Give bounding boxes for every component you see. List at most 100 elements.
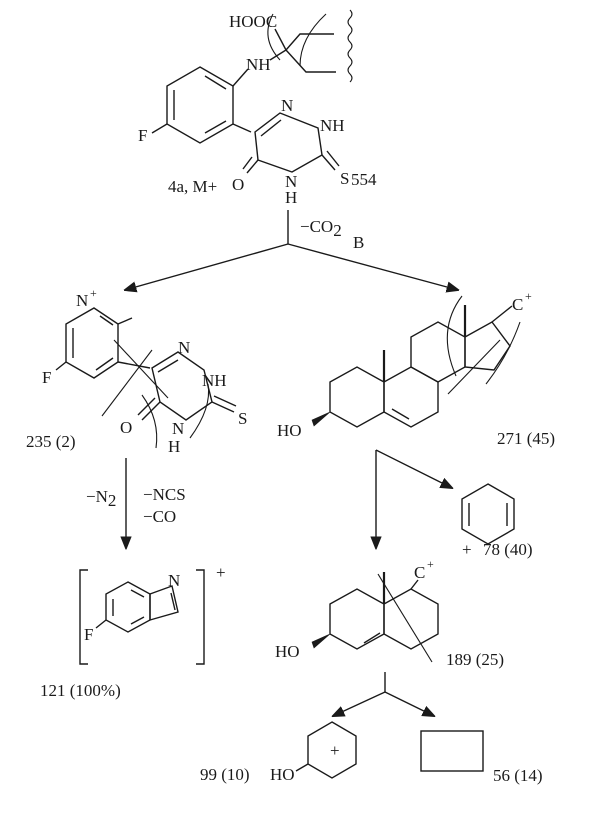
- parent-acid-label: HOOC: [229, 12, 277, 31]
- fragment-121-c-f-bond: [95, 619, 107, 629]
- parent-fluoro-label: F: [138, 126, 147, 145]
- fragment-99: + HO 99 (10): [200, 721, 357, 784]
- fragment-271: HO C + 271 (45): [277, 289, 555, 448]
- parent-aryl-triazine-bond: [232, 123, 252, 133]
- parent-ring-n2: N: [285, 172, 297, 191]
- fragment-78-charge: +: [462, 540, 472, 559]
- fragment-189-label: 189 (25): [446, 650, 504, 669]
- fragment-56: 56 (14): [420, 730, 543, 785]
- fragment-189-charge: +: [427, 557, 434, 571]
- fragment-189-cleavage-line: [377, 573, 433, 663]
- parent-triazine-ring: [254, 112, 323, 173]
- parent-c-o-bond-a: [246, 159, 259, 174]
- step-b: −CO2 B: [125, 210, 458, 290]
- parent-benzene-ring: [166, 66, 234, 144]
- steroid-cation-c: C: [512, 295, 523, 314]
- step-left-down: −N2 −NCS −CO: [86, 458, 186, 548]
- cyclohexyl-ring: [307, 721, 357, 779]
- parent-molecule: F NH HOOC N NH N H O S 4a, M+ 554: [138, 9, 377, 207]
- fragment-235-pyridinium-ring: [65, 307, 119, 379]
- fragment-189-double: [363, 632, 381, 644]
- steroid-ring-c: [410, 321, 466, 383]
- parent-c-s-bond-b: [326, 150, 340, 167]
- step-b-arrow-right: [287, 243, 458, 290]
- fragment-235-c-f-bond: [55, 361, 67, 371]
- parent-ring-n1: N: [281, 96, 293, 115]
- fragment-189-ring-a: [329, 588, 385, 650]
- parent-mass-label: 554: [351, 170, 377, 189]
- step-left-loss-n2: −N2: [86, 487, 116, 510]
- fragment-99-charge: +: [330, 741, 340, 760]
- steroid-cleavage-line: [447, 339, 501, 395]
- fragment-235-c-s-bond-2: [213, 395, 237, 407]
- fragment-235-ring-s: S: [238, 409, 247, 428]
- parent-c-s-bond-a: [321, 154, 336, 171]
- step-b-loss-label: −CO2: [300, 217, 342, 240]
- parent-amine-label: NH: [246, 55, 271, 74]
- steroid-cleavage-curve-2: [485, 321, 521, 385]
- fragment-99-label: 99 (10): [200, 765, 250, 784]
- parent-cleavage-curve-2: [299, 13, 327, 67]
- steroid-ring-b: [383, 366, 439, 428]
- fragment-121-left-bracket: [79, 569, 88, 665]
- fragment-235-c-s-bond: [211, 401, 235, 413]
- step-bottom-arrow-right: [384, 691, 434, 716]
- parent-compound-label: 4a, M+: [168, 177, 217, 196]
- fragment-235-ring-n2: N: [172, 419, 184, 438]
- fragment-235: N + F N NH O N H S 235 (2): [26, 286, 247, 456]
- steroid-oh-wedge: [311, 411, 331, 427]
- steroid-ring-d: [464, 321, 511, 371]
- fragment-235-aryl-bond: [117, 361, 151, 369]
- parent-ethyl-lower: [285, 49, 336, 73]
- parent-c-nh-bond: [232, 68, 249, 87]
- parent-cleavage-curve-1: [267, 13, 281, 61]
- fragment-121-azete-ring: [149, 585, 179, 621]
- parent-ring-n2-h: H: [285, 188, 297, 207]
- parent-nh-c-bond: [269, 49, 287, 61]
- fragment-189-cation-bond: [410, 579, 419, 590]
- fragment-235-cleavage-line-2: [113, 339, 169, 399]
- step-bottom-arrow-left: [333, 691, 386, 716]
- fragment-121-n: N: [168, 571, 180, 590]
- parent-ring-nh1: NH: [320, 116, 345, 135]
- fragment-235-methyl-bond: [117, 317, 133, 325]
- fragment-271-label: 271 (45): [497, 429, 555, 448]
- fragment-78-label: 78 (40): [483, 540, 533, 559]
- fragment-78: + 78 (40): [461, 483, 533, 559]
- step-right-down: [376, 449, 452, 548]
- fragment-235-ring-n: N: [178, 338, 190, 357]
- steroid-ring-a: [329, 366, 385, 428]
- step-b-pathway-label: B: [353, 233, 364, 252]
- fragment-235-c-o-bond-2: [137, 397, 156, 416]
- diene-ring: [461, 483, 515, 545]
- fragment-99-hydroxy: HO: [270, 765, 295, 784]
- fragment-189-c: C: [414, 563, 425, 582]
- fragment-235-ring-h: H: [168, 437, 180, 456]
- cyclobutane-ring: [420, 730, 484, 772]
- fragment-121-charge: +: [216, 563, 226, 582]
- steroid-hydroxy: HO: [277, 421, 302, 440]
- fragment-121-benzene-ring: [105, 581, 151, 633]
- fragment-56-label: 56 (14): [493, 766, 543, 785]
- parent-c-f-bond: [151, 123, 168, 134]
- parent-c-o-bond-b: [242, 156, 253, 170]
- fragment-235-ring-nh: NH: [202, 371, 227, 390]
- fragment-121-right-bracket: [196, 569, 205, 665]
- fragment-121-azete-double: [170, 592, 176, 611]
- fragment-189-hydroxy: HO: [275, 642, 300, 661]
- fragment-235-cleavage-line-1: [101, 349, 153, 417]
- parent-ring-s: S: [340, 169, 349, 188]
- steroid-cation-charge: +: [525, 289, 532, 303]
- parent-c-cooh-bond: [274, 28, 287, 51]
- fragment-235-cleavage-curve-1: [141, 394, 158, 449]
- fragment-121: + N F 121 (100%): [40, 563, 226, 700]
- fragment-189: C + HO 189 (25): [275, 557, 504, 669]
- fragment-121-fluoro: F: [84, 625, 93, 644]
- step-left-loss-ncs: −NCS: [143, 485, 186, 504]
- step-bottom-split: [333, 672, 434, 716]
- fragment-235-label: 235 (2): [26, 432, 76, 451]
- cyclohexyl-oh-bond: [295, 763, 309, 772]
- fragment-235-fluoro: F: [42, 368, 51, 387]
- steroid-cation-bond: [491, 305, 513, 323]
